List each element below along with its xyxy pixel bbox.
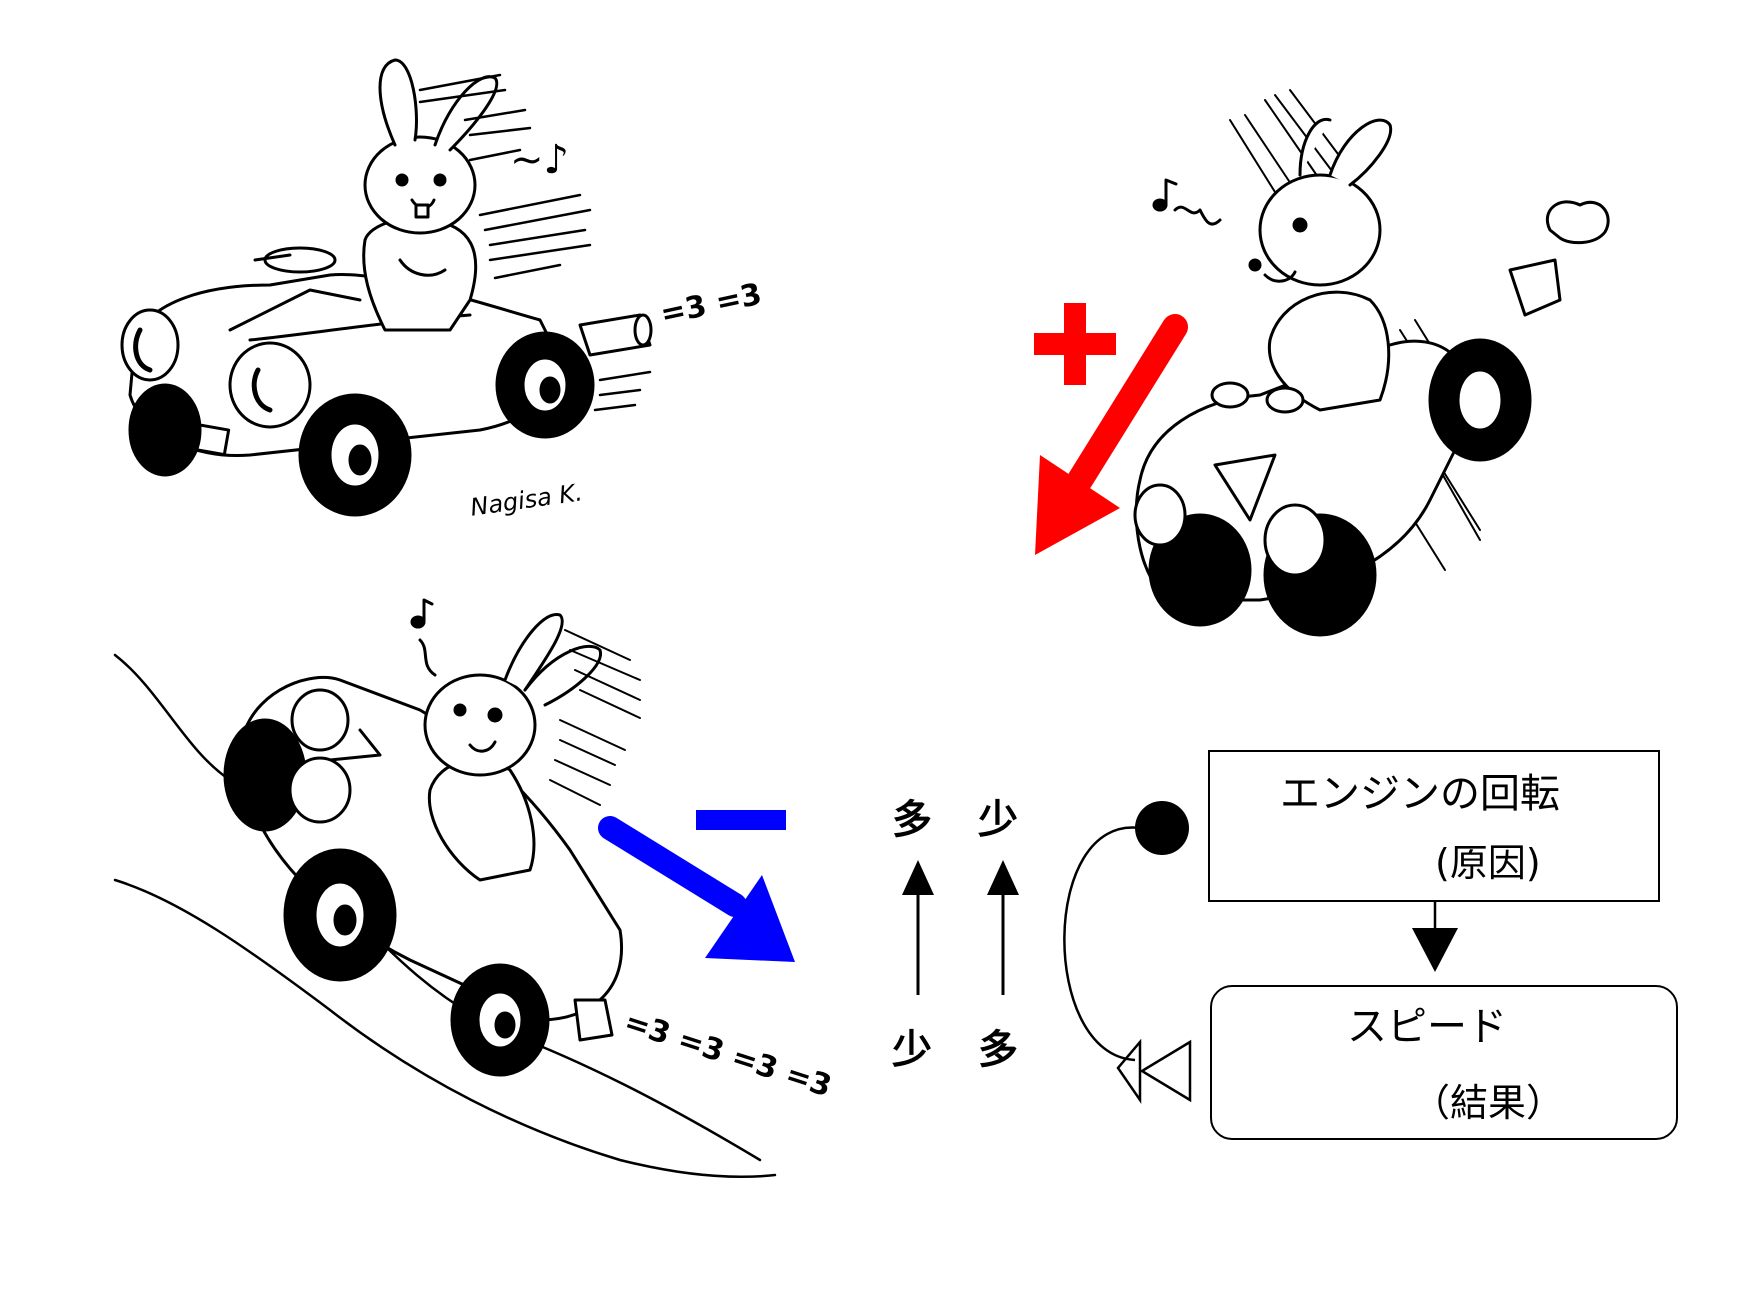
positive-arrow <box>1035 314 1188 555</box>
feedback-end-triangle <box>1116 1038 1142 1105</box>
cause-box-subtitle: (原因) <box>1435 841 1541 885</box>
right-column-arrow <box>987 860 1019 995</box>
right-column-top-char: 少 <box>978 797 1018 843</box>
feedback-loop <box>1063 801 1192 1105</box>
effect-box-title: スピード <box>1347 1004 1507 1050</box>
positive-sign <box>1034 303 1116 385</box>
negative-sign <box>696 810 786 830</box>
left-column-arrow <box>902 860 934 995</box>
effect-box: スピード （結果） <box>1210 985 1678 1140</box>
cause-box: エンジンの回転 (原因) <box>1208 750 1660 902</box>
rabbit-car-downhill-illustration <box>1133 89 1610 637</box>
cause-box-title: エンジンの回転 <box>1280 771 1560 817</box>
music-note-top-left: ~♪ <box>510 137 570 183</box>
negative-arrow <box>598 816 795 962</box>
rabbit-car-uphill-illustration <box>113 598 777 1179</box>
rabbit-car-flat-illustration <box>120 58 653 517</box>
effect-box-subtitle: （結果） <box>1412 1081 1565 1125</box>
left-column-bottom-char: 少 <box>892 1027 932 1073</box>
right-column-bottom-char: 多 <box>978 1027 1018 1073</box>
feedback-start-dot <box>1135 801 1189 855</box>
left-column-top-char: 多 <box>892 797 932 843</box>
